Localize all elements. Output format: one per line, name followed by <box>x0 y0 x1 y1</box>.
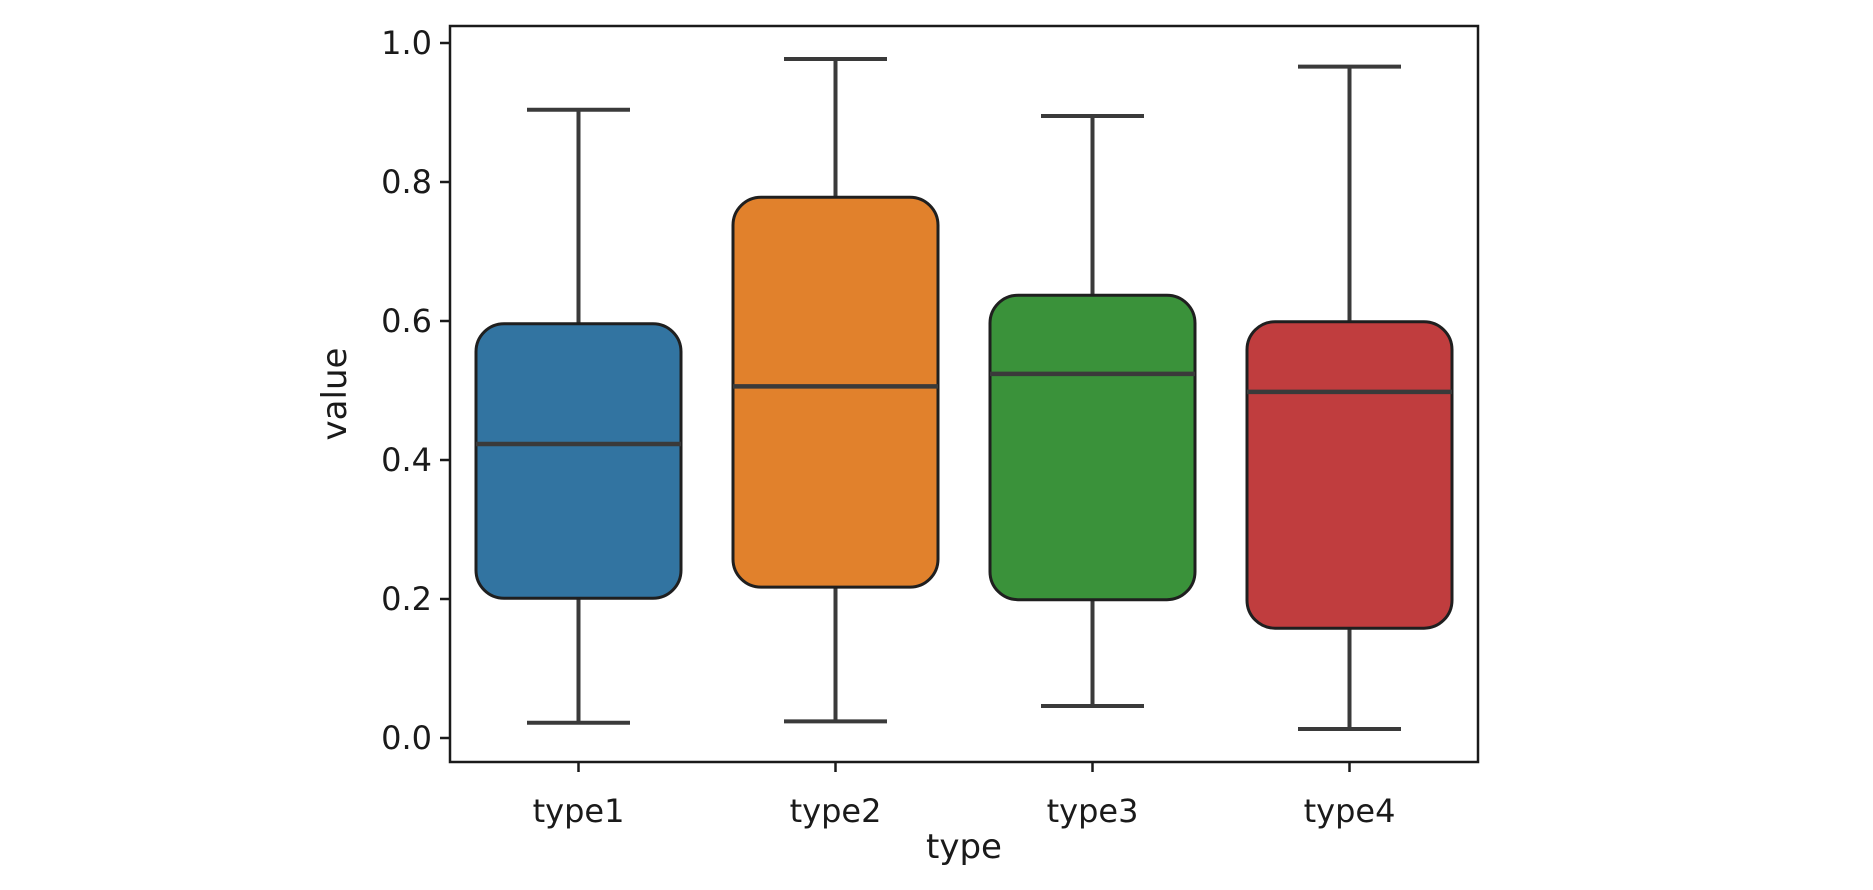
y-tick-label: 0.8 <box>381 163 432 201</box>
box-type3 <box>988 293 1197 602</box>
x-tick-label: type3 <box>1047 792 1139 830</box>
box-type2 <box>731 195 940 589</box>
x-tick-label: type2 <box>790 792 882 830</box>
box-type1 <box>474 322 683 600</box>
y-tick-label: 1.0 <box>381 24 432 62</box>
y-tick-label: 0.6 <box>381 302 432 340</box>
x-tick-label: type4 <box>1304 792 1396 830</box>
box-type4 <box>1245 320 1454 630</box>
x-axis-label: type <box>926 827 1002 867</box>
plot-border <box>448 24 1480 764</box>
y-tick-label: 0.2 <box>381 580 432 618</box>
y-tick-label: 0.4 <box>381 441 432 479</box>
y-axis-label: value <box>315 348 355 441</box>
y-tick-label: 0.0 <box>381 719 432 757</box>
x-tick-label: type1 <box>533 792 625 830</box>
